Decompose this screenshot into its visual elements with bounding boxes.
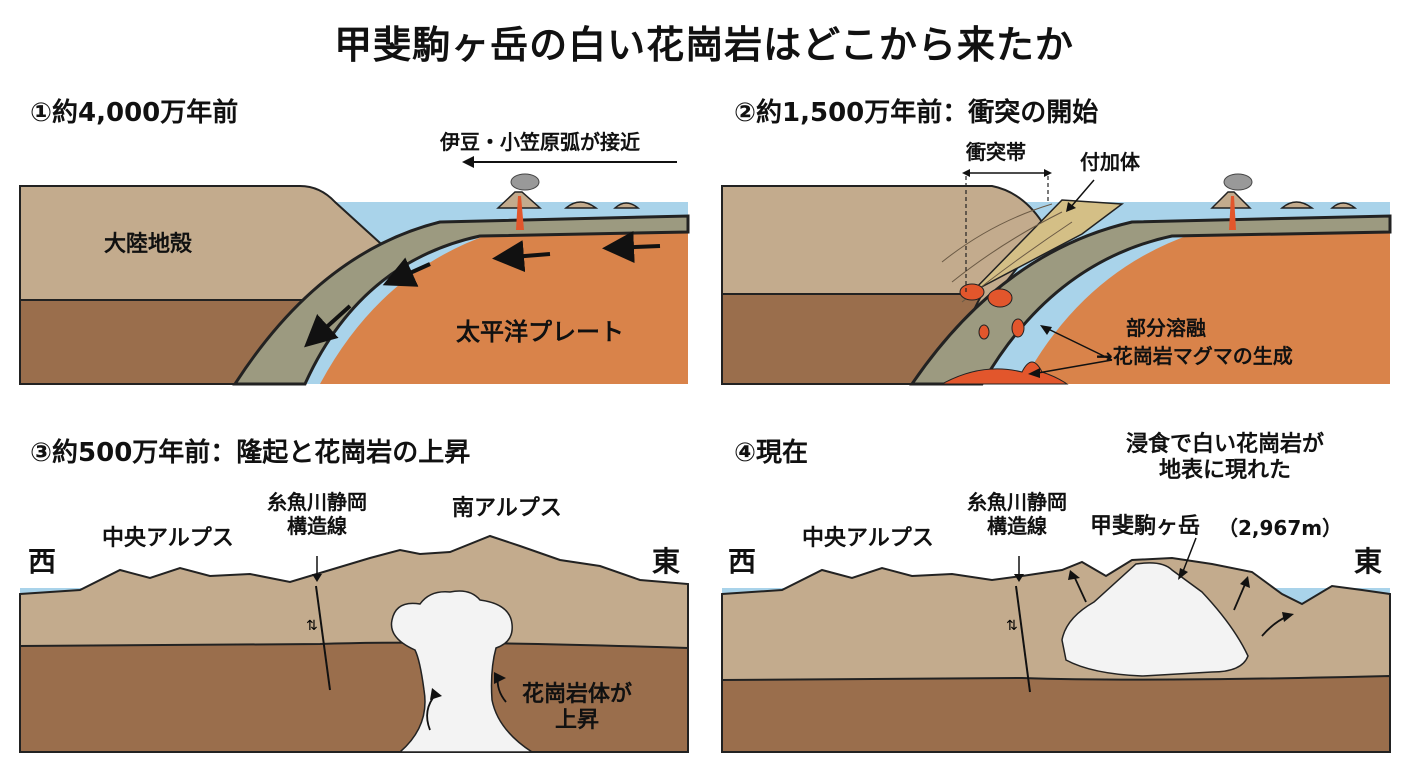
granite-rising-label-1: 花崗岩体が xyxy=(522,682,633,707)
panel4-fault-pointer xyxy=(1014,556,1024,582)
collision-zone-label: 衝突帯 xyxy=(966,140,1026,164)
panel4-central-alps: 中央アルプス xyxy=(802,526,934,551)
panel4-diagram: ⇅ xyxy=(721,530,1391,753)
panel2-diagram xyxy=(721,173,1392,386)
panel3-title: ③約500万年前：隆起と花崗岩の上昇 xyxy=(30,438,471,468)
panel1-slab xyxy=(232,214,690,386)
erosion-label: 浸食で白い花崗岩が 地表に現れた xyxy=(1100,432,1350,485)
panel3-fault-label-1: 糸魚川静岡 xyxy=(267,490,367,514)
panel1-smoke xyxy=(510,173,540,191)
partial-melting-label: 部分溶融 xyxy=(1126,316,1206,340)
panel4-title: ④現在 xyxy=(734,438,809,468)
svg-text:⇅: ⇅ xyxy=(306,618,318,634)
panel1-magma-conduit xyxy=(516,196,524,230)
panel1-island-1 xyxy=(563,201,599,209)
panel2-magma-3 xyxy=(978,324,990,340)
panel3-upper-crust xyxy=(19,534,689,661)
panel1-title: ①約4,000万年前 xyxy=(30,98,239,128)
panel2-accretion xyxy=(971,199,1125,293)
panel4-east: 東 xyxy=(1354,545,1383,578)
pacific-plate-label: 太平洋プレート xyxy=(456,318,624,346)
erosion-label-1: 浸食で白い花崗岩が xyxy=(1125,432,1324,457)
panel4-granite-exposed xyxy=(1061,562,1249,677)
arc-approach-arrow xyxy=(462,156,677,168)
panel1-arrow-2 xyxy=(492,240,551,273)
erosion-label-2: 地表に現れた xyxy=(1158,458,1291,484)
continent-label: 大陸地殻 xyxy=(104,232,193,257)
panel2-magma-1 xyxy=(959,283,985,301)
panel4-lower-crust xyxy=(721,674,1391,753)
kaikoma-peak-label: 甲斐駒ヶ岳 xyxy=(1090,514,1201,539)
panel3-fault-label-2: 構造線 xyxy=(287,514,347,538)
panel2-magma-2 xyxy=(987,288,1013,308)
panel3-southern-alps: 南アルプス xyxy=(452,496,562,521)
kaikoma-elevation: （2,967m） xyxy=(1218,516,1343,540)
panel4-west: 西 xyxy=(728,545,757,578)
panel3-fault-label: 糸魚川静岡 構造線 xyxy=(262,490,372,538)
granite-rising-label-2: 上昇 xyxy=(554,708,599,734)
panel4-fault xyxy=(1015,585,1031,693)
panel3-fault-pointer xyxy=(312,556,322,582)
panel3-east: 東 xyxy=(652,545,681,578)
panel1-arrow-4 xyxy=(304,304,352,348)
svg-text:⇅: ⇅ xyxy=(1006,618,1018,634)
arc-approach-label: 伊豆・小笠原弧が接近 xyxy=(440,130,640,154)
panel2-magma-pool xyxy=(941,361,1069,385)
panel1-island-2 xyxy=(613,202,641,209)
granite-magma-label: →花崗岩マグマの生成 xyxy=(1096,344,1293,368)
panel4-fault-label-2: 構造線 xyxy=(987,514,1047,538)
panel3-diagram: ⇅ xyxy=(19,530,689,753)
panel1-diagram xyxy=(19,173,690,386)
panel1-arrow-3 xyxy=(382,257,431,287)
panel1-arrow-1 xyxy=(602,231,661,264)
panel4-fault-label-1: 糸魚川静岡 xyxy=(967,490,1067,514)
panel1-mantle xyxy=(320,230,688,384)
panel3-west: 西 xyxy=(28,545,57,578)
panel2-magma-4 xyxy=(1011,318,1025,338)
panel3-central-alps: 中央アルプス xyxy=(102,526,234,551)
collision-zone-span xyxy=(962,169,1052,177)
accretion-label: 付加体 xyxy=(1080,150,1140,174)
panel2-title: ②約1,500万年前：衝突の開始 xyxy=(734,98,1099,128)
main-title: 甲斐駒ヶ岳の白い花崗岩はどこから来たか xyxy=(334,23,1074,67)
panel3-fault xyxy=(315,585,331,691)
panel4-fault-label: 糸魚川静岡 構造線 xyxy=(962,490,1072,538)
accretion-pointer xyxy=(1066,179,1095,212)
granite-rising-label: 花崗岩体が 上昇 xyxy=(522,682,632,735)
